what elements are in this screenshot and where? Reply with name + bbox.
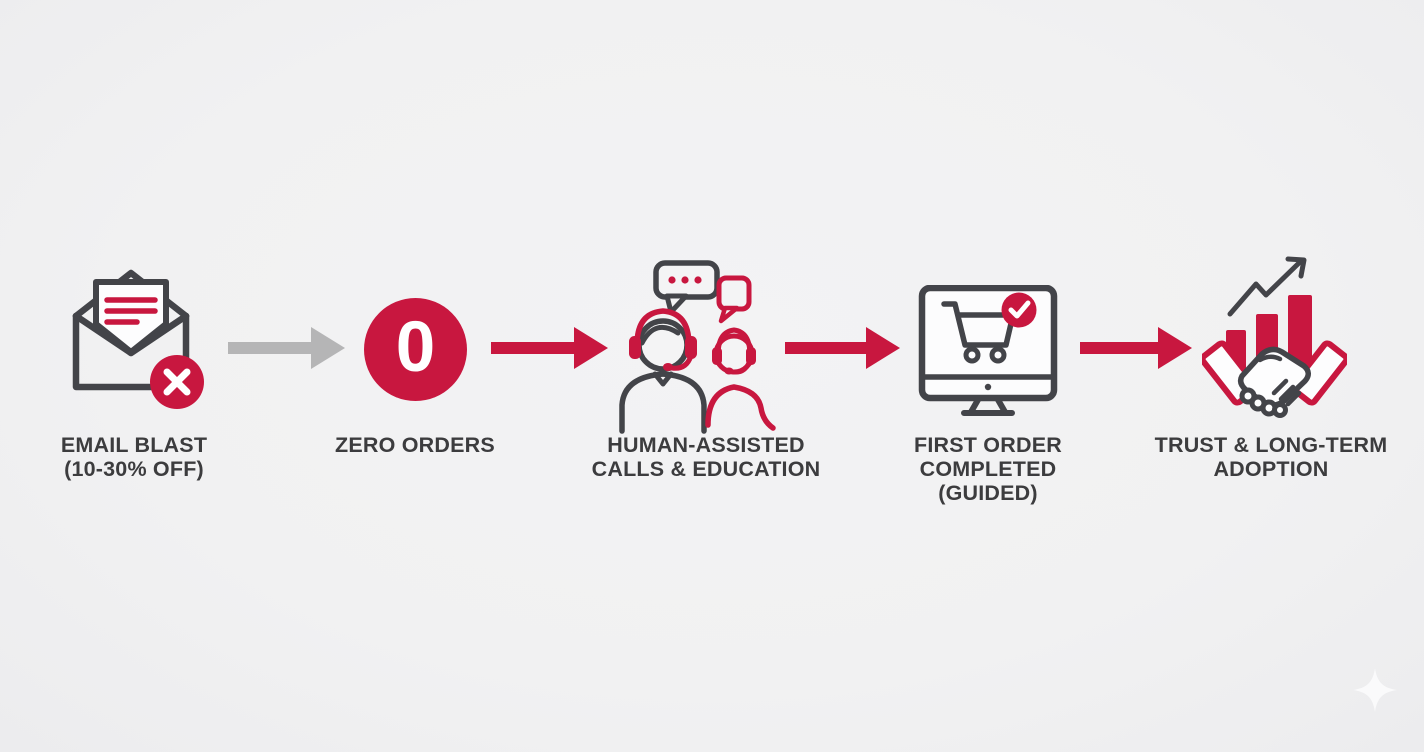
flow-arrow-red [785, 327, 900, 369]
flow-arrow-gray [228, 327, 345, 369]
arrow-head [311, 327, 345, 369]
label-line: ADOPTION [1213, 457, 1329, 481]
email-rejected-icon [72, 269, 204, 409]
zero-badge-icon: 0 [364, 298, 467, 401]
flow-arrow-red [491, 327, 608, 369]
arrow-shaft [785, 342, 867, 354]
flow-arrow-red [1080, 327, 1192, 369]
sparkle-icon [1353, 668, 1397, 712]
arrow-head [1158, 327, 1192, 369]
label-line: (GUIDED) [938, 481, 1038, 505]
stage-label-first-order: FIRST ORDER COMPLETED (GUIDED) [848, 433, 1128, 505]
zero-badge-value: 0 [395, 308, 436, 387]
stage-label-human-assisted: HUMAN-ASSISTED CALLS & EDUCATION [566, 433, 846, 481]
stage-label-trust-adoption: TRUST & LONG-TERM ADOPTION [1131, 433, 1411, 481]
arrow-head [866, 327, 900, 369]
label-line: CALLS & EDUCATION [591, 457, 821, 481]
stage-label-zero-orders: ZERO ORDERS [275, 433, 555, 457]
label-line: TRUST & LONG-TERM [1154, 433, 1388, 457]
label-line: ZERO ORDERS [335, 433, 495, 457]
label-line: EMAIL BLAST [60, 433, 208, 457]
label-line: FIRST ORDER [914, 433, 1062, 457]
label-line: (10-30% OFF) [64, 457, 204, 481]
arrow-head [574, 327, 608, 369]
support-agents-icon [619, 260, 776, 434]
handshake-growth-icon [1202, 256, 1347, 418]
stage-label-email-blast: EMAIL BLAST (10-30% OFF) [0, 433, 274, 481]
label-line: COMPLETED [919, 457, 1057, 481]
arrow-shaft [491, 342, 575, 354]
monitor-cart-check-icon [918, 285, 1058, 416]
arrow-shaft [1080, 342, 1159, 354]
arrow-shaft [228, 342, 312, 354]
label-line: HUMAN-ASSISTED [607, 433, 805, 457]
